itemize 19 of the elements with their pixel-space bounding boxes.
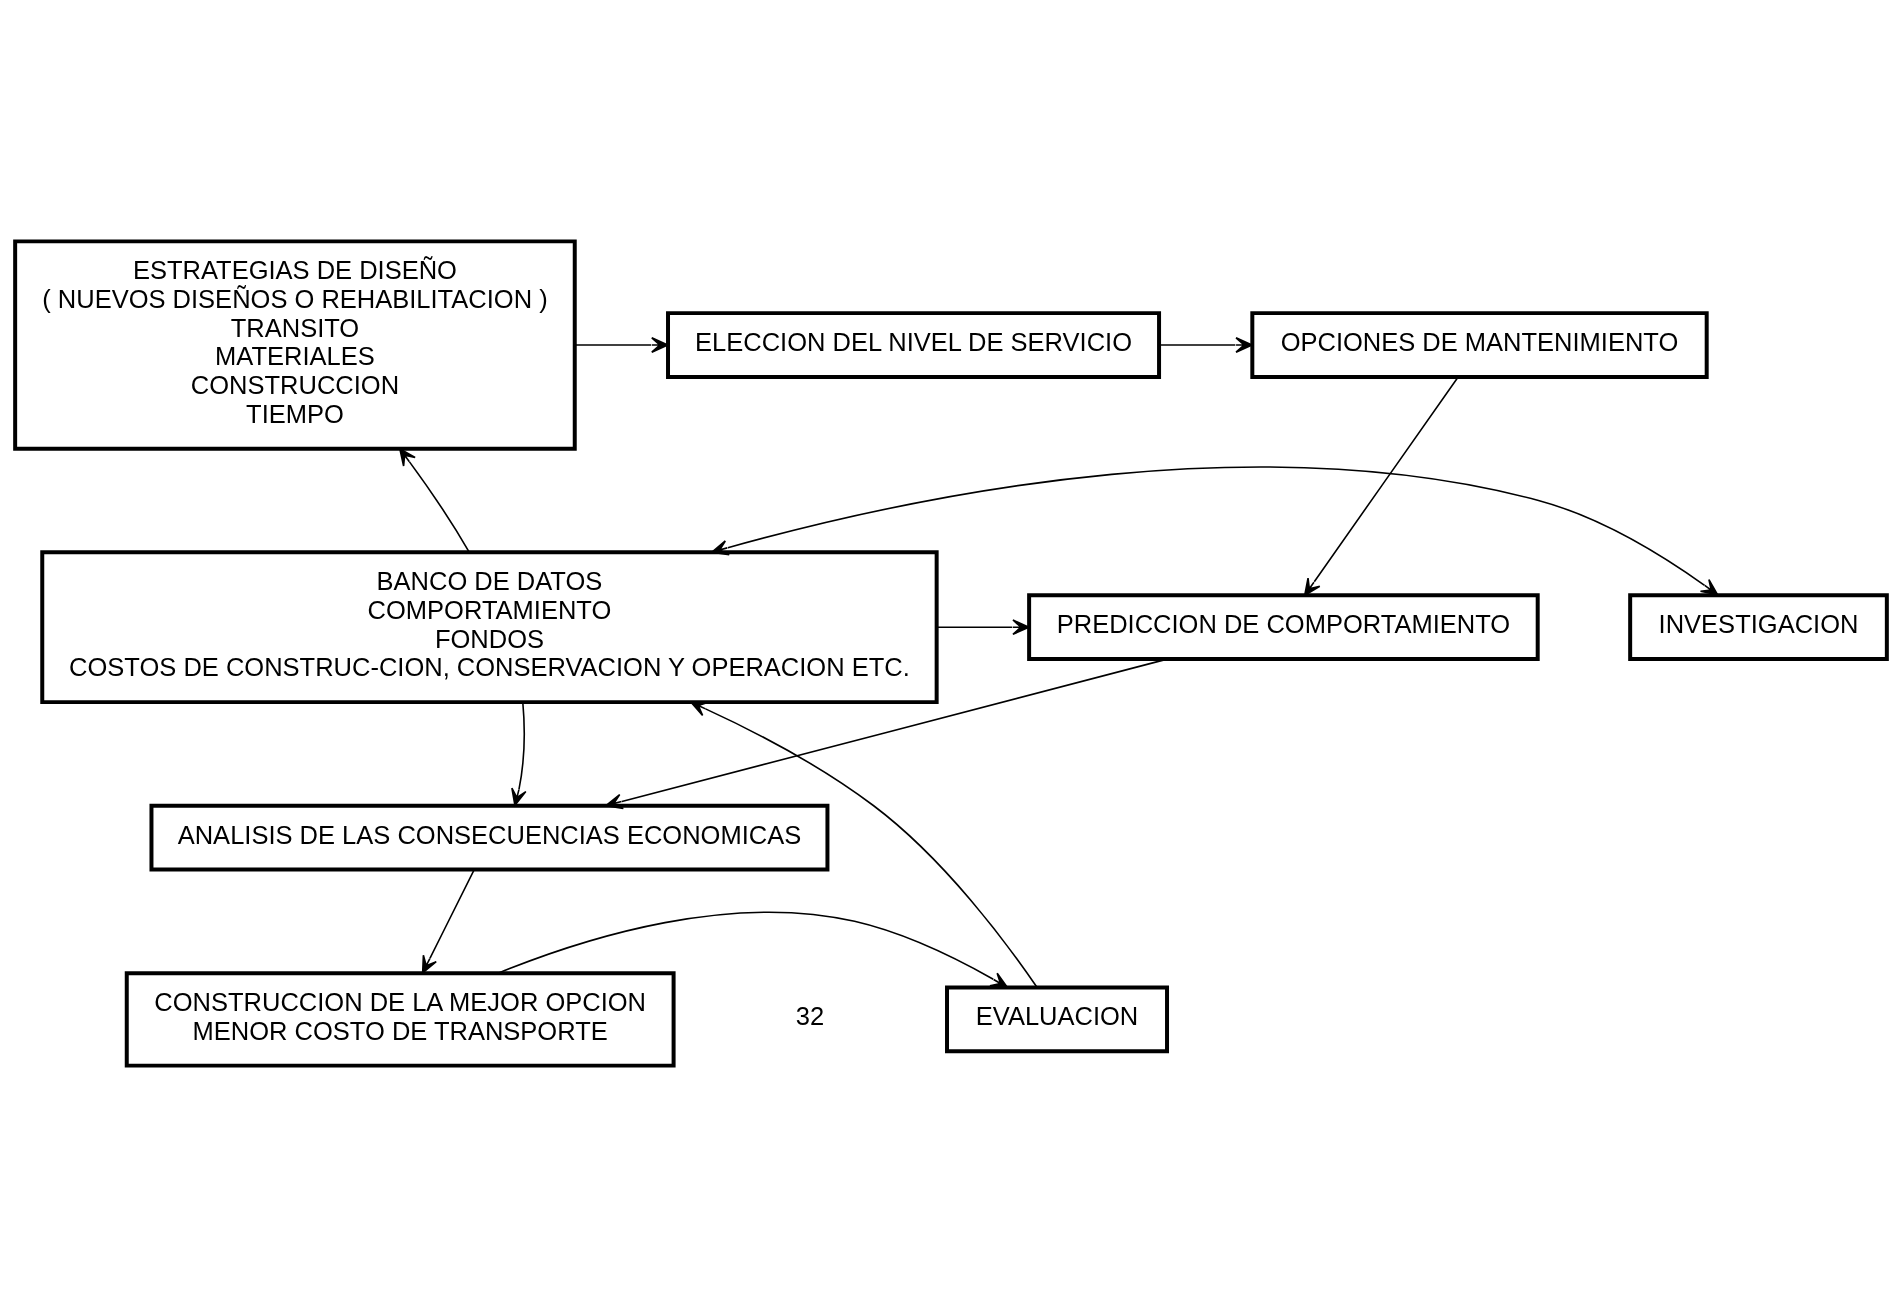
node-box: CONSTRUCCION DE LA MEJOR OPCION MENOR COSTO DE TRANSPORTE [124,971,676,1068]
arrow [497,911,1009,989]
node-box: ANALISIS DE LAS CONSECUENCIAS ECONOMICAS [149,803,830,872]
node-box: OPCIONES DE MANTENIMIENTO [1250,311,1709,379]
label: 32 [795,1002,825,1031]
node-box: EVALUACION [945,985,1170,1054]
arrow [399,448,470,553]
arrow [1303,376,1459,597]
node-box: PREDICCION DE COMPORTAMIENTO [1027,593,1540,662]
arrow [936,619,1030,636]
node-box: ESTRATEGIAS DE DISEÑO ( NUEVOS DISEÑOS O REHABILITACION ) TRANSITO MATERIALES CONSTRUCCION TIEMPO [13,239,577,451]
arrow [421,869,475,974]
node-box: ELECCION DEL NIVEL DE SERVICIO [666,311,1162,379]
node-box: INVESTIGACION [1628,593,1889,662]
node-box: BANCO DE DATOS COMPORTAMIENTO FONDOS COSTOS DE CONSTRUC-CION, CONSERVACION Y OPERACION ETC. [40,550,939,705]
arrow [711,466,1719,596]
arrow [511,701,527,807]
arrow [1158,337,1253,353]
arrow [574,337,669,353]
